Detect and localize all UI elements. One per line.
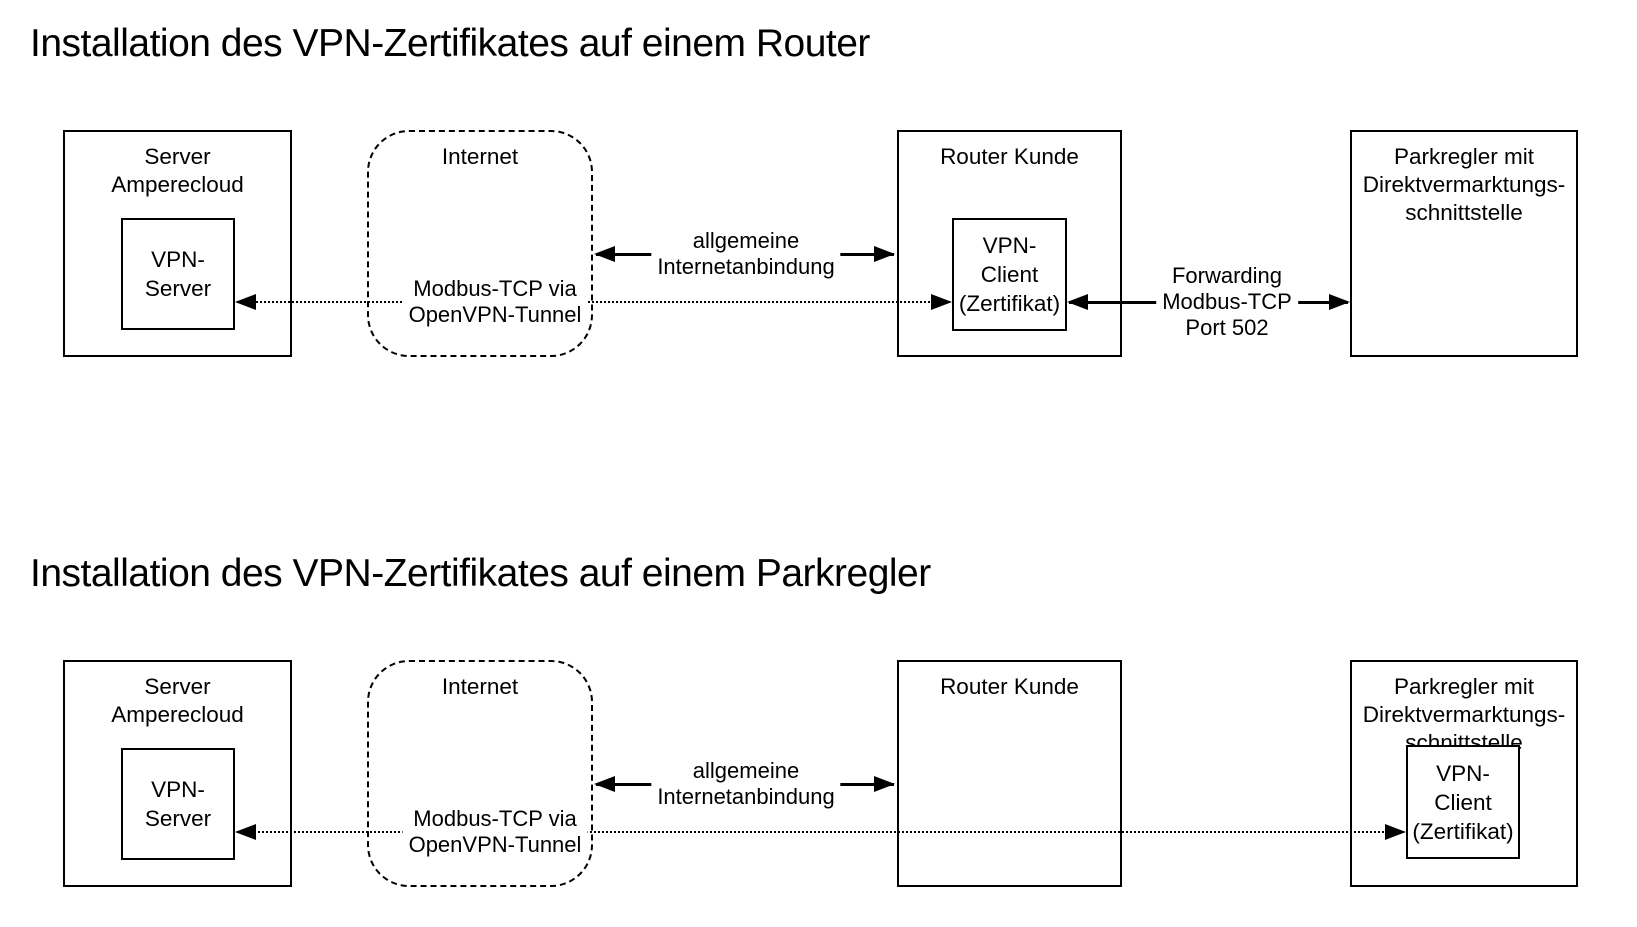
diagram-title: Installation des VPN-Zertifikates auf ei…	[30, 552, 931, 595]
node-label: VPN- Server	[144, 777, 212, 831]
left-arrowhead	[235, 824, 256, 840]
vpn-tunnel-line	[237, 830, 1404, 833]
right-arrowhead	[874, 246, 895, 262]
right-arrowhead	[874, 776, 895, 792]
node-vpn-server: VPN- Server	[121, 748, 235, 860]
vpn-tunnel-label: Modbus-TCP via OpenVPN-Tunnel	[402, 275, 588, 329]
vpn-tunnel-line	[237, 300, 950, 303]
diagram-parkregler: Installation des VPN-Zertifikates auf ei…	[0, 530, 1637, 927]
node-label: Server Amperecloud	[111, 674, 244, 727]
right-arrowhead	[931, 294, 952, 310]
node-label: VPN- Client (Zertifikat)	[958, 233, 1061, 316]
node-label: Internet	[441, 674, 519, 699]
left-arrowhead	[235, 294, 256, 310]
node-label: Server Amperecloud	[111, 144, 244, 197]
node-label: Parkregler mit Direktvermarktungs- schni…	[1362, 674, 1566, 755]
node-parkregler: Parkregler mit Direktvermarktungs- schni…	[1350, 130, 1578, 357]
node-label: Parkregler mit Direktvermarktungs- schni…	[1362, 144, 1566, 225]
diagram-router: Installation des VPN-Zertifikates auf ei…	[0, 0, 1637, 460]
internet-link-label: allgemeine Internetanbindung	[651, 227, 841, 281]
diagram-title: Installation des VPN-Zertifikates auf ei…	[30, 22, 870, 65]
left-arrowhead	[594, 246, 615, 262]
right-arrowhead	[1329, 294, 1350, 310]
forwarding-label: Forwarding Modbus-TCP Port 502	[1156, 262, 1298, 342]
node-label: Router Kunde	[940, 144, 1079, 169]
node-vpn-client: VPN- Client (Zertifikat)	[952, 218, 1067, 331]
left-arrowhead	[594, 776, 615, 792]
node-label: Router Kunde	[940, 674, 1079, 699]
right-arrowhead	[1385, 824, 1406, 840]
vpn-tunnel-label: Modbus-TCP via OpenVPN-Tunnel	[402, 805, 588, 859]
node-label: Internet	[441, 144, 519, 169]
node-vpn-server: VPN- Server	[121, 218, 235, 330]
node-vpn-client: VPN- Client (Zertifikat)	[1406, 745, 1520, 859]
node-router-kunde: Router Kunde	[897, 660, 1122, 887]
node-label: VPN- Server	[144, 247, 212, 301]
node-label: VPN- Client (Zertifikat)	[1412, 760, 1514, 844]
left-arrowhead	[1067, 294, 1088, 310]
internet-link-label: allgemeine Internetanbindung	[651, 757, 841, 811]
